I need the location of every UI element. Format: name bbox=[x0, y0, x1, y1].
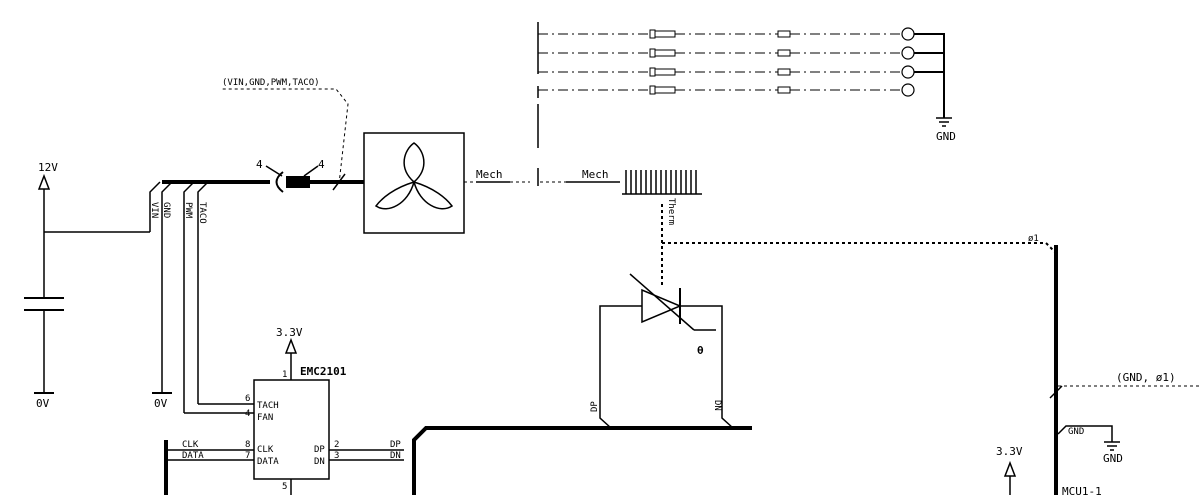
diode-dp-label: DP bbox=[590, 401, 600, 412]
pin-number-3: 3 bbox=[334, 451, 339, 461]
pin-name-dn: DN bbox=[314, 457, 325, 467]
connector-left-pins: 4 bbox=[256, 158, 263, 171]
pin-name-fan: FAN bbox=[257, 413, 273, 423]
ic-name: EMC2101 bbox=[300, 365, 347, 378]
pin-number-8: 8 bbox=[245, 440, 250, 450]
screw-terminal-icon bbox=[901, 83, 915, 97]
heatsink-icon bbox=[622, 170, 702, 195]
wire-vin bbox=[149, 181, 161, 232]
screw-thread-icon bbox=[654, 49, 676, 57]
power-arrow-icon bbox=[284, 337, 298, 354]
screw-head-icon bbox=[649, 67, 656, 77]
theta-symbol: θ bbox=[697, 344, 704, 357]
gnd-phi1-label: (GND, ø1) bbox=[1116, 371, 1176, 384]
mounting-screws: GND bbox=[538, 27, 956, 143]
diode-dn-label: DN bbox=[712, 400, 722, 411]
connector-right-pins: 4 bbox=[318, 158, 325, 171]
wire-gnd bbox=[161, 181, 173, 393]
harness-bus-label: (VIN,GND,PWM,TACO) bbox=[222, 78, 320, 88]
mech-coupling: Mech Mech bbox=[464, 22, 620, 186]
pin-name-tach: TACH bbox=[257, 401, 279, 411]
diode-bus: DP DN bbox=[390, 426, 752, 495]
pin-name-data: DATA bbox=[257, 457, 279, 467]
pin-number-6: 6 bbox=[245, 394, 250, 404]
wire-gnd-label: GND bbox=[161, 202, 171, 218]
screw-thread-icon bbox=[654, 30, 676, 38]
fan-symbol bbox=[363, 132, 465, 234]
ground-top-right-label: GND bbox=[936, 130, 956, 143]
pin-name-dp: DP bbox=[314, 445, 325, 455]
mcu-section: ø1 (GND, ø1) GND GND 3.3V MCU1-1 bbox=[996, 234, 1200, 495]
therm-label: Therm bbox=[666, 198, 676, 225]
i2c-bus: CLK DATA bbox=[164, 440, 204, 495]
wire-taco-label: TACO bbox=[197, 202, 207, 224]
ground-mid-label: 0V bbox=[154, 397, 168, 410]
washer-icon bbox=[777, 49, 791, 57]
pin-number-2: 2 bbox=[334, 440, 339, 450]
diode-variable-arrow bbox=[629, 273, 695, 331]
screw-thread-icon bbox=[654, 68, 676, 76]
mech-label-right: Mech bbox=[582, 168, 609, 181]
ic-body bbox=[253, 379, 330, 480]
bus-data-label: DATA bbox=[182, 451, 204, 461]
supply-3v3-bottom-label: 3.3V bbox=[996, 445, 1023, 458]
screw-row-3 bbox=[538, 65, 944, 79]
power-arrow-icon bbox=[37, 173, 51, 190]
phi1-label: ø1 bbox=[1028, 234, 1039, 244]
washer-icon bbox=[777, 86, 791, 94]
fan-harness: VIN GND 0V PWM TACO bbox=[149, 180, 270, 414]
screw-head-icon bbox=[649, 85, 656, 95]
screw-head-icon bbox=[649, 29, 656, 39]
supply-3v3-top-label: 3.3V bbox=[276, 326, 303, 339]
emc2101-ic: 3.3V 1 EMC2101 6 TACH 4 FAN 8 CLK 7 DATA… bbox=[168, 326, 404, 495]
screw-row-1 bbox=[538, 27, 944, 41]
ground-left-label: 0V bbox=[36, 397, 50, 410]
pin-number-5: 5 bbox=[282, 482, 287, 492]
bus-label-leader bbox=[222, 88, 349, 185]
bus-clk-label: CLK bbox=[182, 440, 199, 450]
supply-12v: 12V 0V bbox=[24, 161, 150, 410]
fan-connector: 4 4 (VIN,GND,PWM,TACO) bbox=[222, 78, 364, 193]
screw-terminal-icon bbox=[901, 65, 915, 79]
screw-row-2 bbox=[538, 46, 944, 60]
pin-number-7: 7 bbox=[245, 451, 250, 461]
pin-number-4: 4 bbox=[245, 409, 250, 419]
washer-icon bbox=[777, 30, 791, 38]
bus-dp-label: DP bbox=[390, 440, 401, 450]
wire-pwm bbox=[183, 181, 195, 413]
pin-number-1: 1 bbox=[282, 370, 287, 380]
mech-label-left: Mech bbox=[476, 168, 503, 181]
pin-name-clk: CLK bbox=[257, 445, 274, 455]
mcu-gnd-pin-label: GND bbox=[1068, 427, 1084, 437]
wire-pwm-label: PWM bbox=[183, 202, 193, 219]
wire-taco bbox=[197, 181, 209, 404]
screw-terminal-icon bbox=[901, 46, 915, 60]
power-arrow-icon bbox=[1003, 460, 1017, 477]
screw-head-icon bbox=[649, 48, 656, 58]
diode-icon bbox=[641, 288, 682, 324]
screw-thread-icon bbox=[654, 86, 676, 94]
washer-icon bbox=[777, 68, 791, 76]
screw-row-4 bbox=[538, 83, 915, 97]
ground-right-label: GND bbox=[1103, 452, 1123, 465]
bus-dn-label: DN bbox=[390, 451, 401, 461]
screw-terminal-icon bbox=[901, 27, 915, 41]
thermal-link-to-mcu bbox=[662, 242, 1057, 254]
supply-12v-label: 12V bbox=[38, 161, 58, 174]
connector-receptacle-icon bbox=[275, 171, 284, 193]
wire-vin-label: VIN bbox=[149, 202, 159, 218]
connector-plug-icon bbox=[286, 176, 310, 188]
mcu-name: MCU1-1 bbox=[1062, 485, 1102, 495]
fan-icon bbox=[374, 142, 454, 210]
bus-slash-mark bbox=[1049, 385, 1063, 399]
thermal-diode: θ DP DN bbox=[590, 273, 734, 429]
